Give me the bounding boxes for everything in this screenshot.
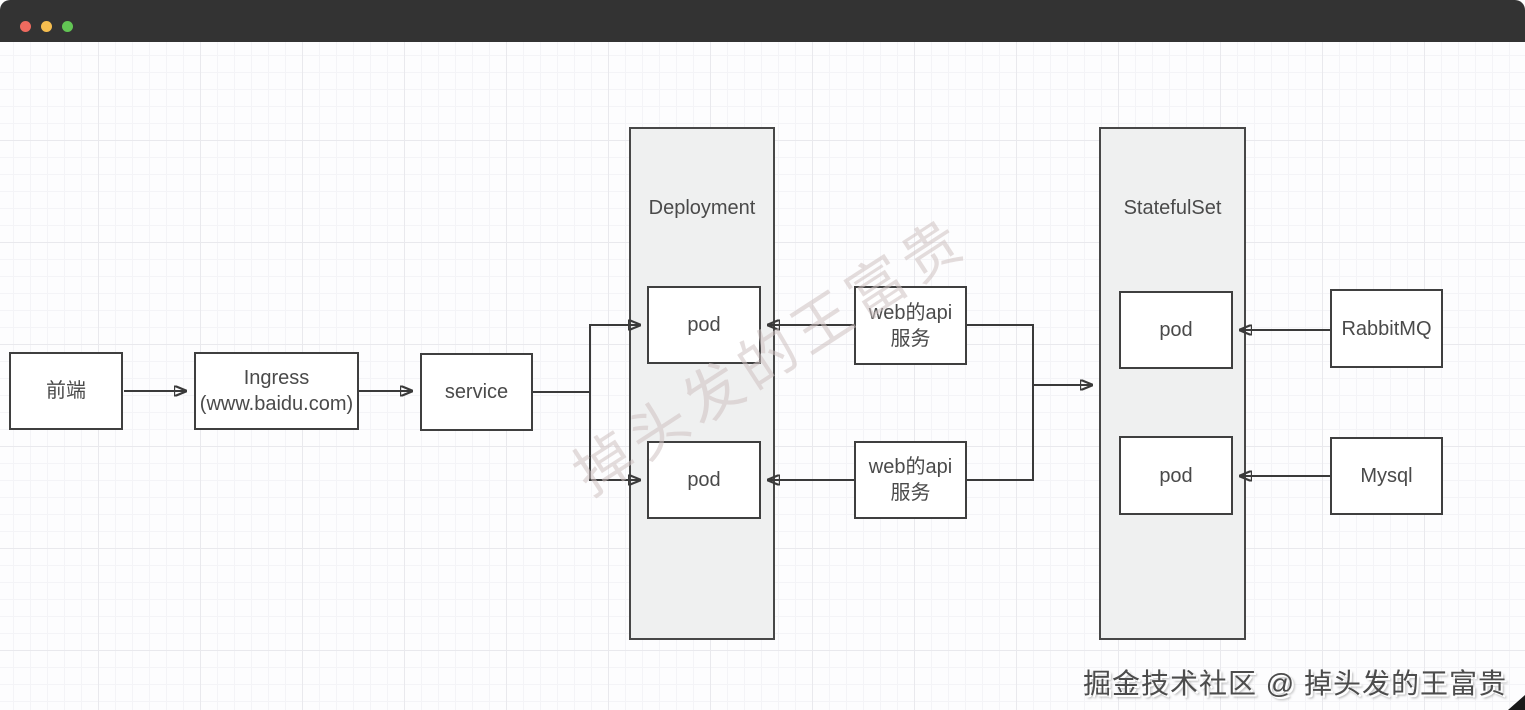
rabbitmq-label: RabbitMQ (1341, 317, 1432, 340)
close-button[interactable] (20, 21, 31, 32)
statefulset-label: StatefulSet (1123, 197, 1222, 219)
window-controls (20, 21, 73, 32)
web-api-bottom-node: web的api服务 (854, 441, 967, 519)
statefulset-pod-top-node: pod (1119, 291, 1233, 369)
minimize-button[interactable] (41, 21, 52, 32)
pod-label: pod (687, 469, 721, 491)
deployment-label: Deployment (648, 197, 756, 219)
frontend-node: 前端 (9, 352, 123, 430)
service-node: service (420, 353, 533, 431)
pod-label: pod (1159, 464, 1193, 487)
pod-label: pod (1159, 319, 1193, 341)
web-api-label: web的api服务 (868, 456, 953, 504)
maximize-button[interactable] (62, 21, 73, 32)
edge-service-pod1 (533, 325, 640, 393)
statefulset-container: StatefulSet (1099, 127, 1246, 640)
frontend-label: 前端 (46, 380, 86, 402)
service-label: service (444, 381, 509, 403)
rabbitmq-node: RabbitMQ (1330, 289, 1443, 368)
ingress-sublabel: (www.baidu.com) (199, 393, 354, 415)
credit-text: 掘金技术社区 @ 掉头发的王富贵 (1083, 668, 1507, 699)
mysql-node: Mysql (1330, 437, 1443, 515)
ingress-node: Ingress (www.baidu.com) (194, 352, 359, 430)
window-titlebar (0, 0, 1525, 42)
edge-webapi-join (967, 324, 1034, 481)
deployment-pod-top-node: pod (647, 286, 761, 364)
web-api-top-node: web的api服务 (854, 286, 967, 365)
statefulset-pod-bottom-node: pod (1119, 436, 1233, 515)
edge-service-pod2 (589, 392, 640, 480)
pod-label: pod (687, 314, 721, 336)
corner-cursor (1508, 695, 1525, 710)
ingress-label: Ingress (243, 367, 310, 389)
mysql-label: Mysql (1360, 465, 1413, 487)
deployment-pod-bottom-node: pod (647, 441, 761, 519)
web-api-label: web的api服务 (868, 301, 953, 350)
deployment-container: Deployment (629, 127, 775, 640)
